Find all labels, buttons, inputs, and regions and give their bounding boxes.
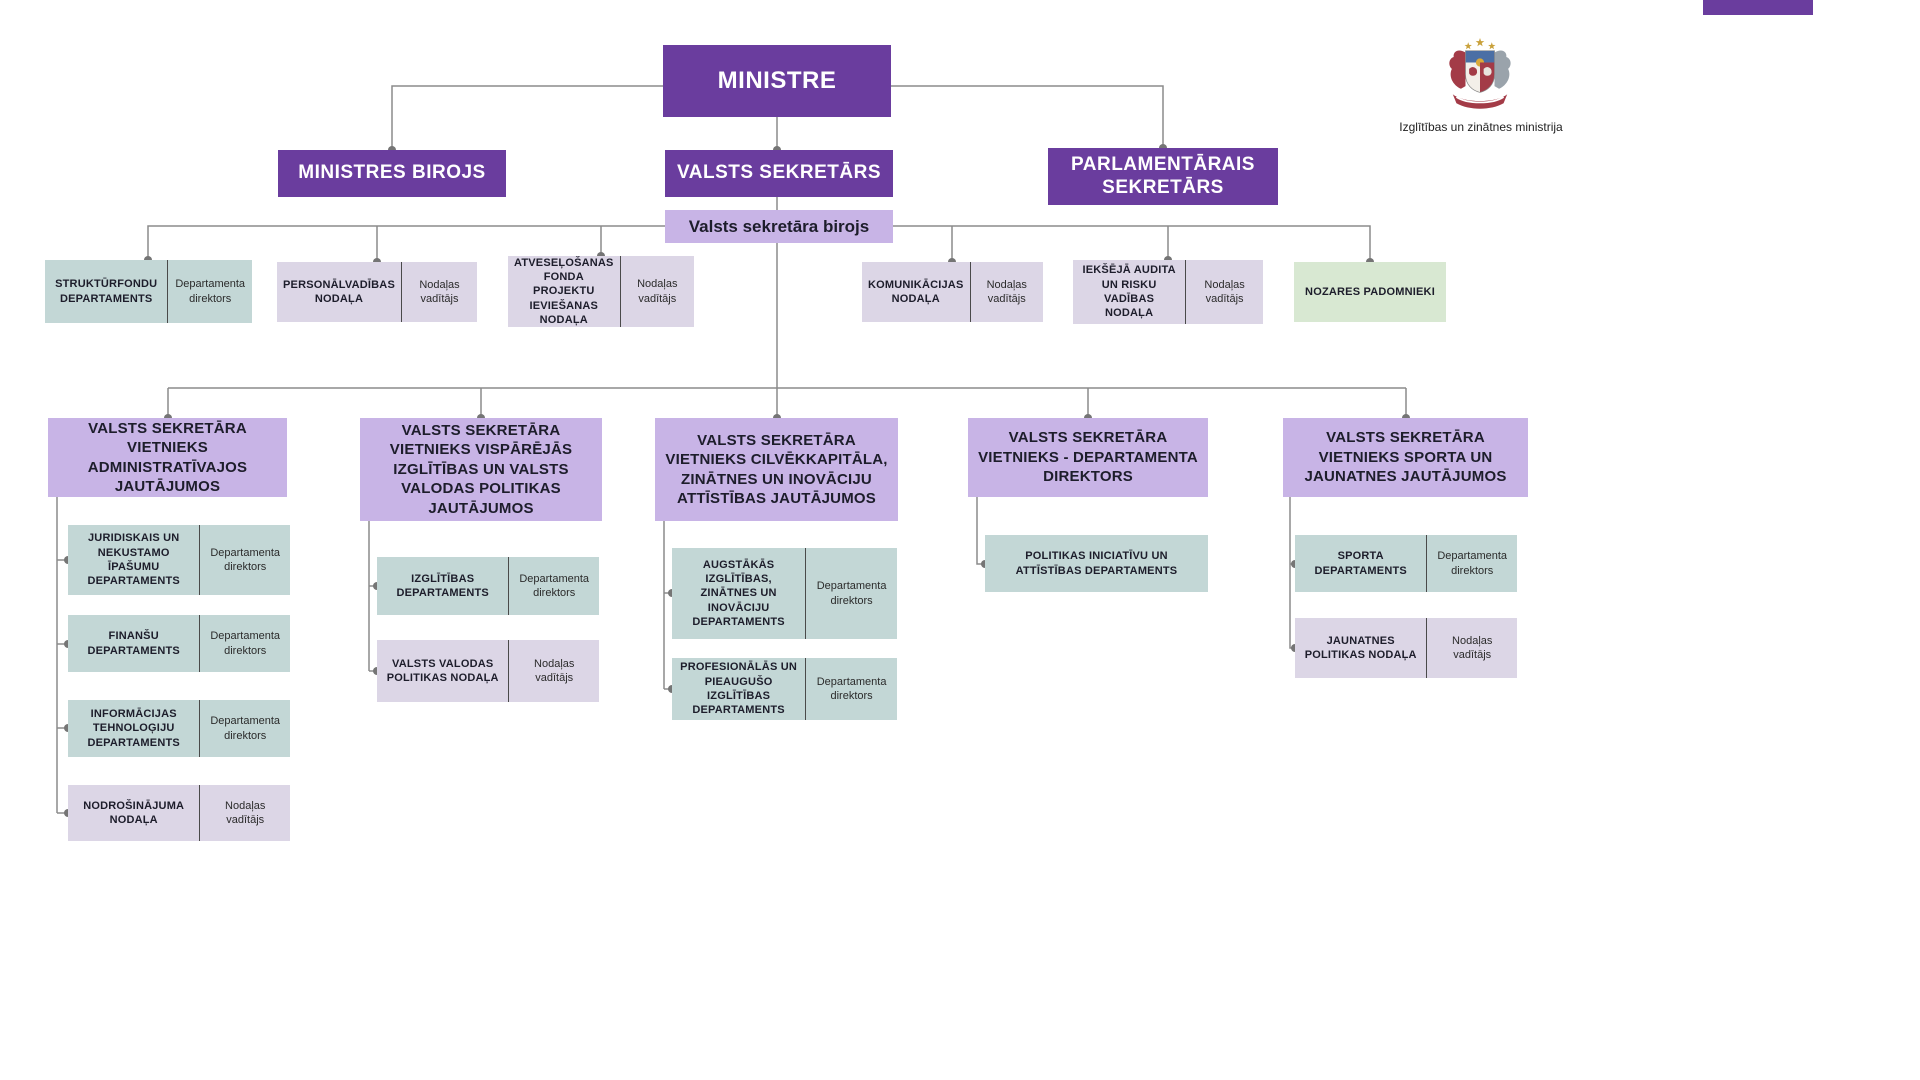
unit-title: PERSONĀLVADĪBAS NODAĻA [283,278,395,305]
unit-title: FINANŠU DEPARTAMENTS [87,630,180,657]
divider [167,260,169,323]
node-nozares-padomnieki: NOZARES PADOMNIEKI [1294,262,1446,322]
node-nodrosinajuma-nodala: NODROŠINĀJUMA NODAĻA Nodaļas vadītājs [68,785,290,841]
divider [805,548,807,639]
node-valsts-valodas-politikas-nodala: VALSTS VALODAS POLITIKAS NODAĻA Nodaļas … [377,640,599,702]
unit-title: SPORTA DEPARTAMENTS [1314,550,1407,577]
divider [199,615,201,672]
corner-accent-bar [1703,0,1813,15]
node-komunikacijas-nodala: KOMUNIKĀCIJAS NODAĻA Nodaļas vadītājs [862,262,1043,322]
node-vietnieks-visparejas-izglitibas: VALSTS SEKRETĀRA VIETNIEKS VISPĀRĒJĀS IZ… [360,418,602,521]
node-vietnieks-administrativajos: VALSTS SEKRETĀRA VIETNIEKS ADMINISTRATĪV… [48,418,287,497]
node-politikas-iniciativu-departaments: POLITIKAS INICIATĪVU UN ATTĪSTĪBAS DEPAR… [985,535,1208,592]
divider [1426,535,1428,592]
node-personalvadibas-nodala: PERSONĀLVADĪBAS NODAĻA Nodaļas vadītājs [277,262,477,322]
node-augstakas-izglitibas-departaments: AUGSTĀKĀS IZGLĪTĪBAS, ZINĀTNES UN INOVĀC… [672,548,897,639]
divider [1185,260,1187,324]
unit-role: Departamenta direktors [210,630,281,657]
unit-title: KOMUNIKĀCIJAS NODAĻA [868,278,964,305]
divider [199,525,201,595]
node-vietnieks-sporta-jaunatnes: VALSTS SEKRETĀRA VIETNIEKS SPORTA UN JAU… [1283,418,1528,497]
divider [619,256,621,327]
unit-role: Nodaļas vadītājs [986,278,1027,305]
node-profesionalas-izglitibas-departaments: PROFESIONĀLĀS UN PIEAUGUŠO IZGLĪTĪBAS DE… [672,658,897,720]
unit-title: STRUKTŪRFONDU DEPARTAMENTS [55,278,158,305]
divider [508,557,510,615]
ministry-logo [1424,38,1536,116]
node-izglitibas-departaments: IZGLĪTĪBAS DEPARTAMENTS Departamenta dir… [377,557,599,615]
node-valsts-sekretars: VALSTS SEKRETĀRS [665,150,893,197]
node-vietnieks-cilvekkapitala: VALSTS SEKRETĀRA VIETNIEKS CILVĒKKAPITĀL… [655,418,898,521]
unit-title: ATVESEĻOŠANAS FONDA PROJEKTU IEVIEŠANAS … [514,256,614,326]
unit-title: VALSTS VALODAS POLITIKAS NODAĻA [386,657,499,684]
unit-role: Nodaļas vadītājs [1204,278,1245,305]
unit-role: Nodaļas vadītājs [534,657,575,684]
unit-role: Departamenta direktors [816,675,887,702]
node-valsts-sekretara-birojs: Valsts sekretāra birojs [665,210,893,243]
divider [805,658,807,720]
node-ieksaja-audita-nodala: IEKŠĒJĀ AUDITA UN RISKU VADĪBAS NODAĻA N… [1073,260,1263,324]
unit-title: JURIDISKAIS UN NEKUSTAMO ĪPAŠUMU DEPARTA… [87,532,180,588]
unit-title: JAUNATNES POLITIKAS NODAĻA [1304,634,1417,661]
divider [199,700,201,757]
unit-title: INFORMĀCIJAS TEHNOLOĢIJU DEPARTAMENTS [87,708,180,749]
unit-title: NOZARES PADOMNIEKI [1305,285,1435,298]
unit-title: IEKŠĒJĀ AUDITA UN RISKU VADĪBAS NODAĻA [1082,264,1176,320]
node-sporta-departaments: SPORTA DEPARTAMENTS Departamenta direkto… [1295,535,1517,592]
unit-title: PROFESIONĀLĀS UN PIEAUGUŠO IZGLĪTĪBAS DE… [680,661,798,717]
node-jaunatnes-politikas-nodala: JAUNATNES POLITIKAS NODAĻA Nodaļas vadīt… [1295,618,1517,678]
unit-role: Nodaļas vadītājs [419,278,460,305]
node-vietnieks-departamenta-direktors: VALSTS SEKRETĀRA VIETNIEKS - DEPARTAMENT… [968,418,1208,497]
divider [969,262,971,322]
ministry-logo-caption: Izglītības un zinātnes ministrija [1399,120,1563,134]
node-ministre: MINISTRE [663,45,891,117]
unit-role: Departamenta direktors [1437,550,1508,577]
node-atveselosanas-fonda-nodala: ATVESEĻOŠANAS FONDA PROJEKTU IEVIEŠANAS … [508,256,694,327]
node-parlamentarais-sekretars: PARLAMENTĀRAIS SEKRETĀRS [1048,148,1278,205]
unit-role: Nodaļas vadītājs [637,278,678,305]
unit-role: Departamenta direktors [519,572,590,599]
unit-title: AUGSTĀKĀS IZGLĪTĪBAS, ZINĀTNES UN INOVĀC… [692,558,785,628]
unit-role: Departamenta direktors [210,546,281,573]
unit-title: POLITIKAS INICIATĪVU UN ATTĪSTĪBAS DEPAR… [1015,550,1178,577]
node-finansu-departaments: FINANŠU DEPARTAMENTS Departamenta direkt… [68,615,290,672]
unit-role: Departamenta direktors [175,278,246,305]
node-ministres-birojs: MINISTRES BIROJS [278,150,506,197]
unit-role: Nodaļas vadītājs [225,799,266,826]
divider [401,262,402,322]
divider [508,640,510,702]
unit-role: Nodaļas vadītājs [1452,634,1493,661]
unit-role: Departamenta direktors [210,715,281,742]
unit-role: Departamenta direktors [816,580,887,607]
divider [1426,618,1428,678]
node-informacijas-tehnologiju-departaments: INFORMĀCIJAS TEHNOLOĢIJU DEPARTAMENTS De… [68,700,290,757]
unit-title: NODROŠINĀJUMA NODAĻA [83,799,185,826]
unit-title: IZGLĪTĪBAS DEPARTAMENTS [396,572,489,599]
node-strukturfondu-departaments: STRUKTŪRFONDU DEPARTAMENTS Departamenta … [45,260,252,323]
latvia-coat-of-arms-icon [1449,38,1511,109]
divider [199,785,201,841]
node-juridiskais-departaments: JURIDISKAIS UN NEKUSTAMO ĪPAŠUMU DEPARTA… [68,525,290,595]
